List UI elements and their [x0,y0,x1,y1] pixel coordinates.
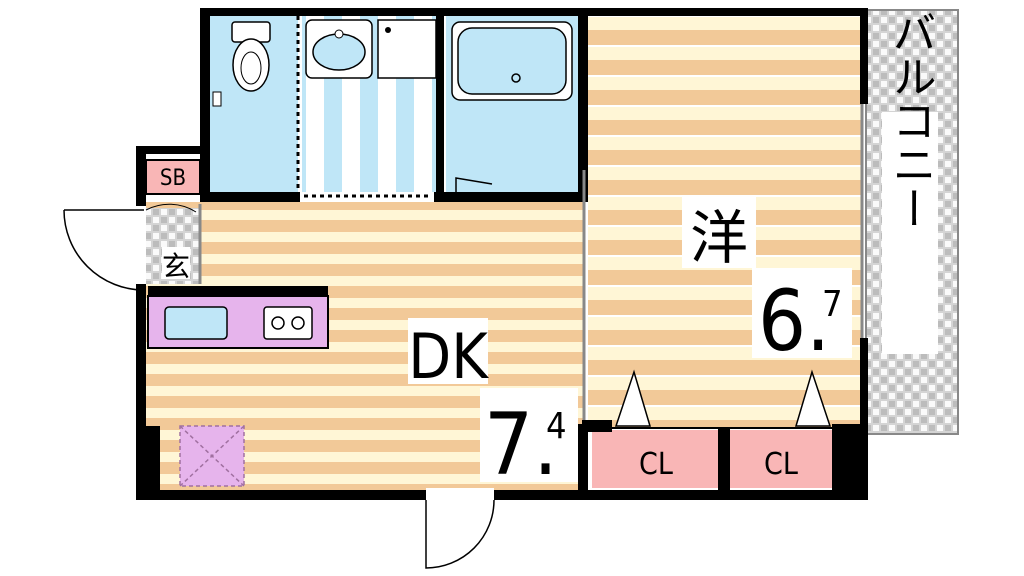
dk-room-size-main: 7. [484,395,558,495]
western-room-name: 洋 [690,204,748,272]
front-door [425,488,495,569]
entrance-label: 玄 [162,250,190,283]
western-room-size-main: 6. [758,272,830,370]
shoe-box-label: SB [160,166,186,191]
washroom [302,16,440,198]
dk-room-name: DK [408,320,489,393]
fridge-space [179,425,245,487]
balcony-label: バルコニー [885,10,936,230]
closets [592,369,832,488]
stove-icon [263,306,313,340]
entrance-door-swing [63,209,145,291]
toilet-room [210,16,298,192]
kitchen-sink-icon [164,306,228,340]
entrance-area [63,159,201,291]
kitchen-counter [147,286,329,349]
bathroom [446,16,578,192]
closet-1-label: CL [639,447,673,482]
closet-2-label: CL [764,447,798,482]
dk-room-size-sub: 4 [546,406,567,447]
balcony [865,9,959,435]
walls [136,8,868,500]
western-room-size-sub: 7 [822,284,843,325]
